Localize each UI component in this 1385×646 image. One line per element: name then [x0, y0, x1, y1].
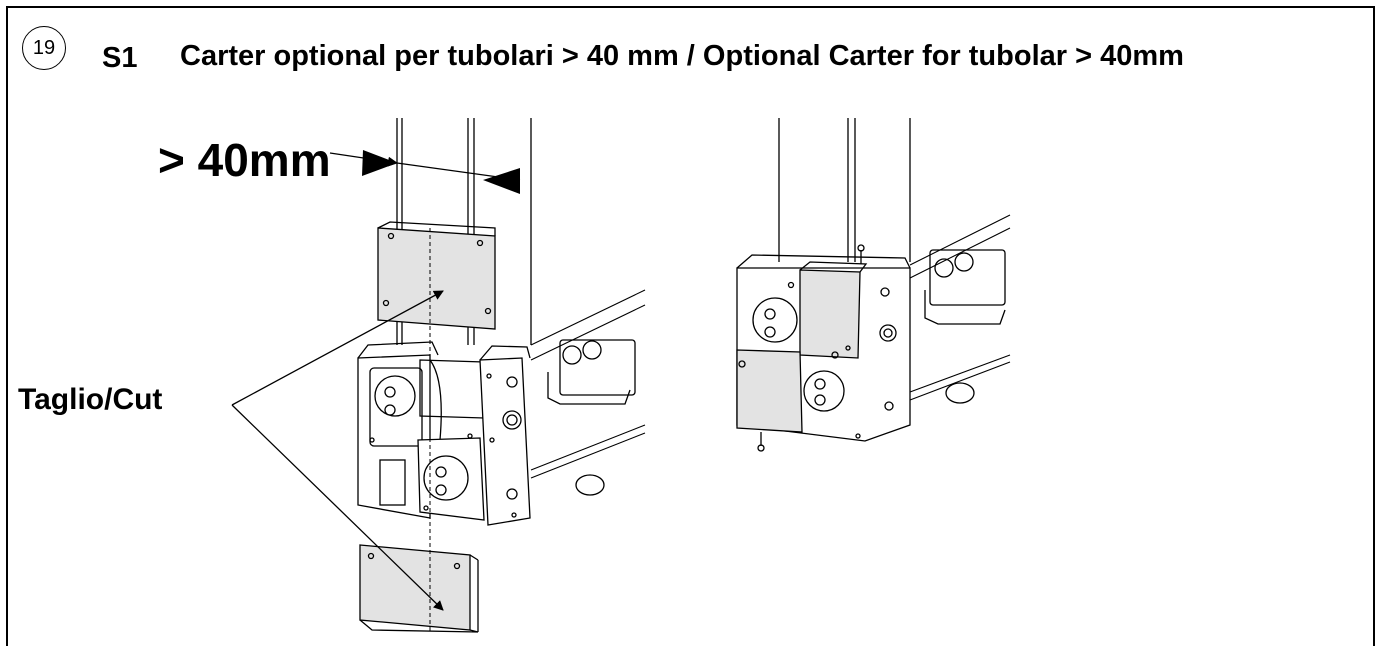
right-wheel-bracket — [924, 249, 1006, 404]
step-number-badge: 19 — [22, 26, 66, 70]
instruction-frame — [6, 6, 1375, 646]
left-wheel-bracket — [547, 339, 636, 496]
left-rail — [530, 289, 646, 479]
right-upper-carter — [799, 261, 868, 359]
right-rail — [909, 214, 1011, 401]
dimension-lines — [329, 150, 521, 194]
upper-carter-plate — [377, 221, 496, 330]
lower-roller — [417, 433, 485, 521]
right-tube-outline — [778, 118, 911, 262]
cut-pointer-arrows — [231, 290, 444, 611]
lower-carter-plate — [359, 544, 479, 633]
carter-screws — [738, 244, 865, 452]
left-roller-housing — [357, 341, 485, 519]
step-label: S1 — [102, 42, 138, 74]
cut-label: Taglio/Cut — [18, 383, 163, 416]
page-title: Carter optional per tubolari > 40 mm / O… — [180, 40, 1184, 72]
dimension-label: > 40mm — [158, 134, 331, 186]
right-end-plate — [479, 345, 531, 526]
right-lower-carter — [736, 349, 845, 433]
